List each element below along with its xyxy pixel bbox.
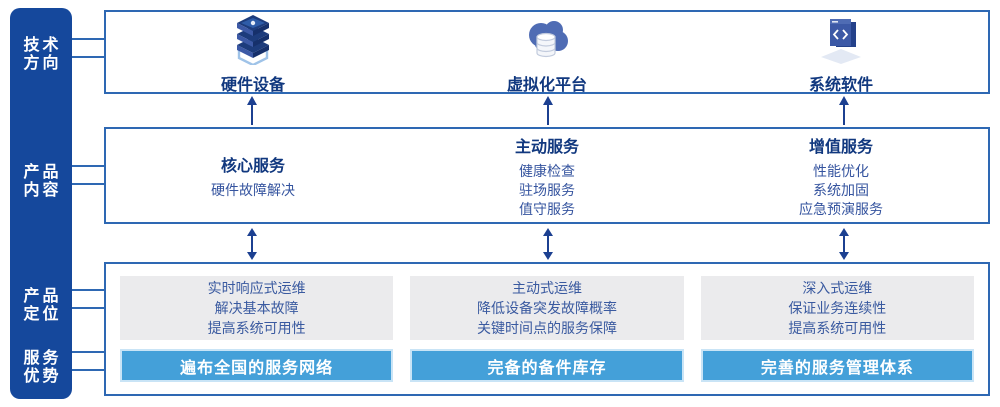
- service-title: 核心服务: [220, 157, 285, 175]
- positioning-column-deep: 深入式运维 保证业务连续性 提高系统可用性 完善的服务管理体系: [700, 276, 974, 382]
- sidebar-label-service-advantage: 服务 优势: [10, 350, 72, 386]
- advantage-bar: 遍布全国的服务网络: [120, 349, 394, 382]
- connector-line: [72, 351, 104, 353]
- sidebar-label-product-content: 产品 内容: [10, 164, 72, 200]
- service-column-core: 核心服务 硬件故障解决: [106, 129, 400, 222]
- arrow-up-icon: [246, 96, 258, 130]
- tech-item-system-software: 系统软件: [694, 12, 988, 94]
- sidebar: 技术 方向 产品 内容 产品 定位 服务 优势: [10, 8, 72, 399]
- service-title: 增值服务: [808, 138, 873, 156]
- arrow-up-icon: [838, 96, 850, 130]
- service-item: 系统加固: [813, 181, 869, 198]
- connector-line: [72, 369, 104, 371]
- service-title: 主动服务: [514, 138, 579, 156]
- positioning-line: 提高系统可用性: [207, 320, 306, 336]
- positioning-line: 实时响应式运维: [207, 280, 306, 296]
- connector-line: [72, 289, 104, 291]
- positioning-line: 主动式运维: [511, 280, 582, 296]
- service-item: 应急预演服务: [799, 200, 883, 217]
- sidebar-label-line: 定位: [23, 306, 62, 323]
- tech-item-virtualization: 虚拟化平台: [400, 12, 694, 94]
- positioning-line: 保证业务连续性: [788, 300, 887, 316]
- sidebar-label-line: 服务: [23, 350, 62, 367]
- service-item: 性能优化: [813, 162, 869, 179]
- positioning-line: 深入式运维: [802, 280, 873, 296]
- arrow-double-vertical-icon: [542, 228, 554, 265]
- sidebar-label-line: 内容: [23, 182, 62, 199]
- positioning-panel: 实时响应式运维 解决基本故障 提高系统可用性: [120, 276, 394, 340]
- tech-item-hardware: 硬件设备: [106, 12, 400, 94]
- service-column-proactive: 主动服务 健康检查 驻场服务 值守服务: [400, 129, 694, 222]
- code-window-icon: [815, 13, 867, 70]
- service-item: 硬件故障解决: [211, 181, 295, 198]
- positioning-line: 关键时间点的服务保障: [476, 320, 617, 336]
- cloud-database-icon: [521, 13, 573, 70]
- tech-item-label: 系统软件: [808, 76, 873, 94]
- sidebar-label-line: 产品: [23, 288, 62, 305]
- arrow-double-vertical-icon: [838, 228, 850, 265]
- product-content-box: 核心服务 硬件故障解决 主动服务 健康检查 驻场服务 值守服务 增值服务 性能优…: [104, 127, 990, 224]
- product-positioning-box: 实时响应式运维 解决基本故障 提高系统可用性 遍布全国的服务网络 主动式运维 降…: [104, 262, 990, 396]
- connector-line: [72, 38, 104, 40]
- tech-direction-box: 硬件设备 虚拟化平台: [104, 10, 990, 94]
- positioning-line: 提高系统可用性: [788, 320, 887, 336]
- advantage-bar: 完善的服务管理体系: [700, 349, 974, 382]
- connector-line: [72, 56, 104, 58]
- tech-item-label: 硬件设备: [220, 76, 285, 94]
- positioning-column-proactive: 主动式运维 降低设备突发故障概率 关键时间点的服务保障 完备的备件库存: [410, 276, 684, 382]
- service-column-value-added: 增值服务 性能优化 系统加固 应急预演服务: [694, 129, 988, 222]
- sidebar-label-line: 优势: [23, 368, 62, 385]
- sidebar-label-product-positioning: 产品 定位: [10, 288, 72, 324]
- sidebar-label-line: 方向: [23, 55, 62, 72]
- arrow-double-vertical-icon: [246, 228, 258, 265]
- service-item: 值守服务: [519, 200, 575, 217]
- positioning-column-realtime: 实时响应式运维 解决基本故障 提高系统可用性 遍布全国的服务网络: [120, 276, 394, 382]
- connector-line: [72, 183, 104, 185]
- advantage-bar: 完备的备件库存: [410, 349, 684, 382]
- service-item: 健康检查: [519, 162, 575, 179]
- connector-line: [72, 165, 104, 167]
- sidebar-label-tech-direction: 技术 方向: [10, 37, 72, 73]
- connector-line: [72, 307, 104, 309]
- positioning-panel: 深入式运维 保证业务连续性 提高系统可用性: [700, 276, 974, 340]
- positioning-line: 解决基本故障: [214, 300, 299, 316]
- sidebar-label-line: 产品: [23, 164, 62, 181]
- positioning-line: 降低设备突发故障概率: [476, 300, 617, 316]
- positioning-panel: 主动式运维 降低设备突发故障概率 关键时间点的服务保障: [410, 276, 684, 340]
- tech-item-label: 虚拟化平台: [506, 76, 587, 94]
- service-item: 驻场服务: [519, 181, 575, 198]
- arrow-up-icon: [542, 96, 554, 130]
- sidebar-label-line: 技术: [23, 37, 62, 54]
- server-stack-icon: [227, 13, 279, 70]
